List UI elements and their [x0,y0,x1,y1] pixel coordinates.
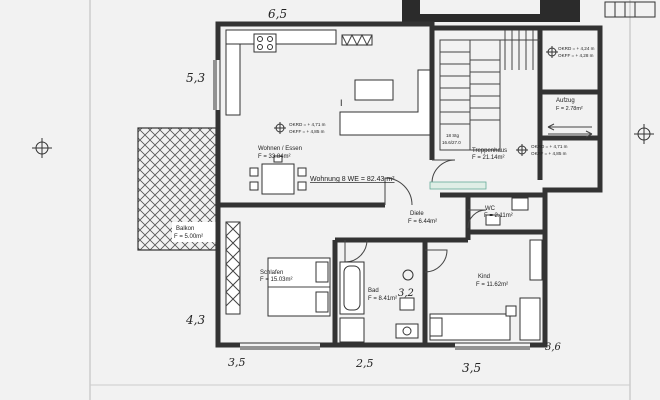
wc-name: WC [485,206,496,212]
schlafen-name: Schlafen [260,270,283,276]
aufzug-area: F = 2.78m² [556,106,583,112]
dim-bottom-right: 3,6 [545,342,562,353]
radiator-zigzag [341,33,373,47]
level-marker-icon [546,46,558,58]
sofa [339,69,431,136]
kitchen-counter-top [225,29,337,45]
scale-bar [604,1,656,18]
bathtub-inner [343,265,361,311]
top-level-2: OKFF = + 4,28 m [558,53,594,58]
wohnen-level-1: OKRD = + 4,71 m [289,122,326,127]
door-stair [431,159,456,184]
bad-name: Bad [368,288,379,294]
kind-name: Kind [478,274,490,280]
door-kid [424,249,448,273]
dim-bottom-2: 2,5 [355,357,374,370]
wohnen-name: Wohnen / Essen [258,146,302,152]
treppe-name: Treppenhaus [472,148,507,154]
wardrobe [225,221,241,315]
kid-bed [429,313,511,341]
treppe-area: F = 21.14m² [472,155,505,161]
diele-name: Diele [410,211,424,217]
stove-icon [253,33,277,53]
crosshair-right-icon [634,124,654,144]
dim-left-upper: 5,3 [186,71,205,85]
burner-icon [267,36,273,42]
toilet-icon [402,269,414,281]
kid-chair [505,305,517,317]
door-wc [467,209,487,229]
kind-area: F = 11.62m² [476,282,508,288]
diele-area: F = 6.44m² [408,219,437,225]
wc-area: F = 2.11m² [484,213,513,219]
bad-area: F = 8.41m² [368,296,397,302]
cursor-mark: I [340,98,343,108]
treppe-level-2: OKFF = + 4,85 m [531,151,567,156]
washer-drum-icon [402,326,412,336]
wohnen-level-2: OKFF = + 4,85 m [289,129,325,134]
wardrobe-hatch [225,221,241,307]
wohnung-label: Wohnung 8 WE = 82.43 m² [310,176,395,183]
crosshair-left-icon [32,138,52,158]
wc-sink-icon [485,214,501,226]
balcony-label-bg [172,222,216,242]
balkon-area: F = 5.00m² [174,234,203,240]
top-level-1: OKRD = + 4,24 m [558,46,595,51]
aufzug-name: Aufzug [556,98,575,104]
kid-pillow [429,317,443,337]
dining-table [261,163,295,195]
neighbor-opening [420,0,540,14]
chair [273,155,283,163]
outer-wall [215,21,603,348]
burner-icon [257,44,263,50]
dim-bad-mark: 3,2 [398,288,414,299]
washer [395,323,419,339]
burner-icon [257,36,263,42]
schlafen-area: F = 15.03m² [260,277,293,283]
level-marker-icon [274,122,286,134]
wc-toilet-icon [511,197,529,211]
kid-desk [519,297,541,341]
chair [297,167,307,177]
chair [249,181,259,191]
door-living [384,177,413,206]
chair [297,181,307,191]
dim-bottom-1: 3,5 [228,356,246,369]
staircase [439,30,540,151]
dim-bottom-3: 3,5 [462,361,481,375]
treppe-level-1: OKRD = + 4,71 m [531,144,568,149]
sink-icon [399,297,415,311]
shower [339,317,365,343]
burner-icon [267,44,273,50]
pillow [315,291,329,313]
kid-shelf [529,239,543,281]
wohnen-area: F = 33.84m² [258,154,291,160]
stair-note-2: 16.6/27.0 [442,140,461,145]
kitchen-island [354,79,394,101]
stair-note-1: 18 Stg [446,133,460,138]
level-marker-icon [516,144,528,156]
entry-mat [429,181,487,190]
dim-left-lower: 4,3 [185,313,205,327]
lift-arrows-icon [547,123,593,138]
pillow [315,261,329,283]
dim-top: 6,5 [268,7,287,21]
balkon-name: Balkon [176,226,194,232]
chair [249,167,259,177]
